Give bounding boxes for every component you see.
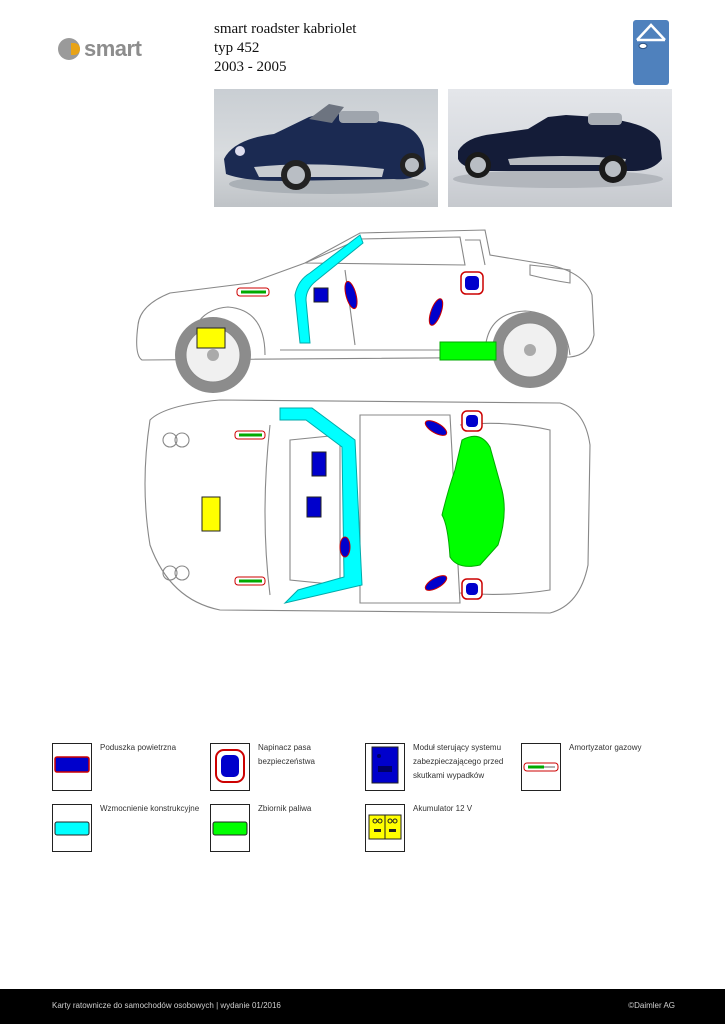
airbag-top-2 bbox=[339, 536, 351, 558]
battery-top bbox=[201, 496, 221, 532]
footer-publication: Karty ratownicze do samochodów osobowych… bbox=[52, 1001, 281, 1010]
airbag-side-2 bbox=[344, 280, 358, 310]
smart-logo-icon bbox=[58, 38, 80, 60]
legend-label: Poduszka powietrzna bbox=[100, 743, 177, 752]
airbag-side-3 bbox=[428, 298, 444, 326]
battery-icon bbox=[365, 804, 405, 852]
fuel-tank-side bbox=[439, 341, 497, 361]
footer: Karty ratownicze do samochodów osobowych… bbox=[0, 989, 725, 1024]
rescue-diagram bbox=[130, 225, 600, 625]
legend-label: Wzmocnienie konstrukcyjne bbox=[100, 804, 200, 813]
vehicle-diagram bbox=[136, 229, 595, 614]
vehicle-title: smart roadster kabriolet typ 452 2003 - … bbox=[214, 20, 356, 77]
vehicle-photo-front bbox=[214, 89, 438, 207]
rear-wheel bbox=[492, 312, 568, 388]
smart-logo: smart bbox=[58, 36, 142, 62]
control-unit-top bbox=[306, 496, 322, 518]
door-badge-icon bbox=[636, 23, 666, 50]
legend-reinforcement: Wzmocnienie konstrukcyjne bbox=[52, 804, 202, 852]
reinforcement-icon bbox=[52, 804, 92, 852]
airbag-top-1 bbox=[311, 451, 327, 477]
vehicle-model: smart roadster kabriolet bbox=[214, 21, 357, 37]
legend-battery: Akumulator 12 V bbox=[365, 804, 515, 852]
legend-label: Akumulator 12 V bbox=[413, 804, 473, 813]
legend-label: Moduł sterujący systemu zabezpieczająceg… bbox=[413, 743, 504, 780]
legend-label: Napinacz pasa bezpieczeństwa bbox=[258, 743, 315, 766]
legend-seatbelt-pretensioner: Napinacz pasa bezpieczeństwa bbox=[210, 743, 360, 791]
logo-text: smart bbox=[84, 36, 142, 61]
legend-airbag: Poduszka powietrzna bbox=[52, 743, 202, 791]
airbag-side-1 bbox=[313, 287, 329, 303]
legend-label: Amortyzator gazowy bbox=[569, 743, 642, 752]
seatbelt-pretensioner-icon bbox=[210, 743, 250, 791]
vehicle-type: typ 452 bbox=[214, 40, 260, 56]
airbag-top-3 bbox=[424, 420, 448, 436]
door-count-badge bbox=[633, 20, 669, 85]
vehicle-photo-rear bbox=[448, 89, 672, 207]
top-view-outline bbox=[144, 399, 591, 614]
legend-control-unit: Moduł sterujący systemu zabezpieczająceg… bbox=[365, 743, 515, 791]
airbag-top-4 bbox=[424, 575, 448, 591]
footer-copyright: ©Daimler AG bbox=[628, 1001, 675, 1010]
side-view-outline bbox=[136, 229, 595, 361]
fuel-tank-top bbox=[441, 435, 505, 567]
gas-strut-icon bbox=[521, 743, 561, 791]
top-reinforcement bbox=[279, 407, 363, 604]
legend-label: Zbiornik paliwa bbox=[258, 804, 312, 813]
vehicle-years: 2003 - 2005 bbox=[214, 59, 287, 75]
battery-side bbox=[196, 327, 226, 349]
airbag-icon bbox=[52, 743, 92, 791]
legend-fuel-tank: Zbiornik paliwa bbox=[210, 804, 360, 852]
fuel-tank-icon bbox=[210, 804, 250, 852]
control-unit-icon bbox=[365, 743, 405, 791]
legend-gas-strut: Amortyzator gazowy bbox=[521, 743, 671, 791]
a-pillar-reinforcement bbox=[294, 234, 364, 344]
